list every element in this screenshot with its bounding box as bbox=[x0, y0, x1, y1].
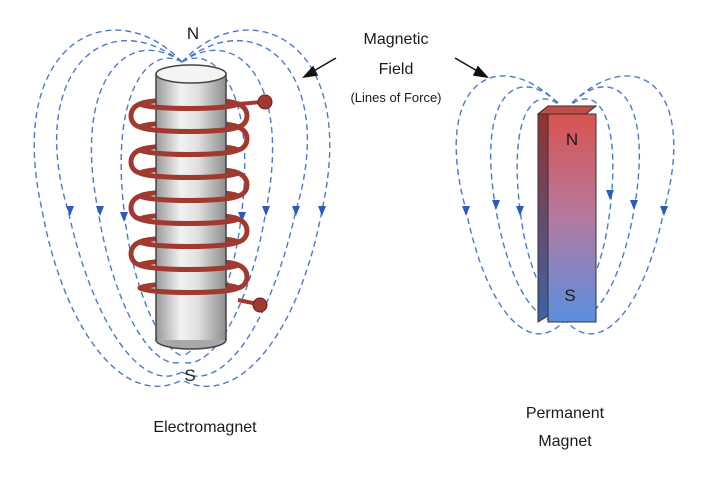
magnet-caption: Magnet bbox=[538, 433, 592, 450]
coil-leads bbox=[237, 100, 263, 306]
field-line bbox=[181, 29, 331, 387]
bar-magnet bbox=[536, 104, 598, 323]
arrow-down-icon bbox=[96, 206, 104, 216]
lines-of-force-label: (Lines of Force) bbox=[350, 90, 442, 105]
magnetic-label: Magnetic bbox=[363, 31, 429, 48]
electromagnet-caption: Electromagnet bbox=[153, 419, 257, 436]
electromagnet-south-label: S bbox=[184, 366, 196, 385]
field-line bbox=[181, 57, 246, 357]
permanent-arrows bbox=[462, 190, 668, 216]
bar-magnet-face bbox=[547, 113, 597, 323]
electromagnet-arrows bbox=[66, 206, 326, 222]
arrow-down-icon bbox=[516, 206, 524, 216]
field-line bbox=[564, 75, 675, 335]
field-line bbox=[181, 40, 309, 377]
iron-core bbox=[155, 73, 227, 341]
bar-magnet-side bbox=[537, 104, 549, 323]
electromagnet-north-label: N bbox=[186, 24, 200, 43]
arrow-down-icon bbox=[120, 212, 128, 222]
field-line bbox=[55, 40, 183, 377]
arrow-down-icon bbox=[262, 206, 270, 216]
label-pointers bbox=[302, 57, 489, 79]
permanent-caption: Permanent bbox=[525, 405, 605, 422]
arrow-down-icon bbox=[318, 206, 326, 216]
arrow-down-icon bbox=[492, 200, 500, 210]
field-line bbox=[490, 86, 566, 323]
field-line bbox=[564, 86, 640, 323]
terminal-dot-icon bbox=[252, 297, 268, 313]
terminal-dot-icon bbox=[257, 94, 273, 110]
field-label: Field bbox=[378, 61, 414, 78]
field-line bbox=[455, 75, 566, 335]
bar-magnet-top bbox=[536, 105, 598, 115]
arrow-down-icon bbox=[66, 206, 74, 216]
coil-front bbox=[128, 101, 250, 295]
electromagnet bbox=[128, 64, 273, 350]
pointer-arrow-icon bbox=[472, 65, 489, 79]
arrow-down-icon bbox=[630, 200, 638, 210]
arrow-down-icon bbox=[606, 190, 614, 200]
arrow-down-icon bbox=[462, 206, 470, 216]
field-line bbox=[33, 29, 183, 387]
bar-magnet-south-label: S bbox=[564, 286, 576, 305]
pointer-arrow-icon bbox=[302, 65, 319, 79]
arrow-down-icon bbox=[292, 206, 300, 216]
iron-core-top bbox=[155, 64, 227, 84]
bar-magnet-north-label: N bbox=[565, 130, 579, 149]
arrow-down-icon bbox=[660, 206, 668, 216]
arrow-down-icon bbox=[238, 212, 246, 222]
